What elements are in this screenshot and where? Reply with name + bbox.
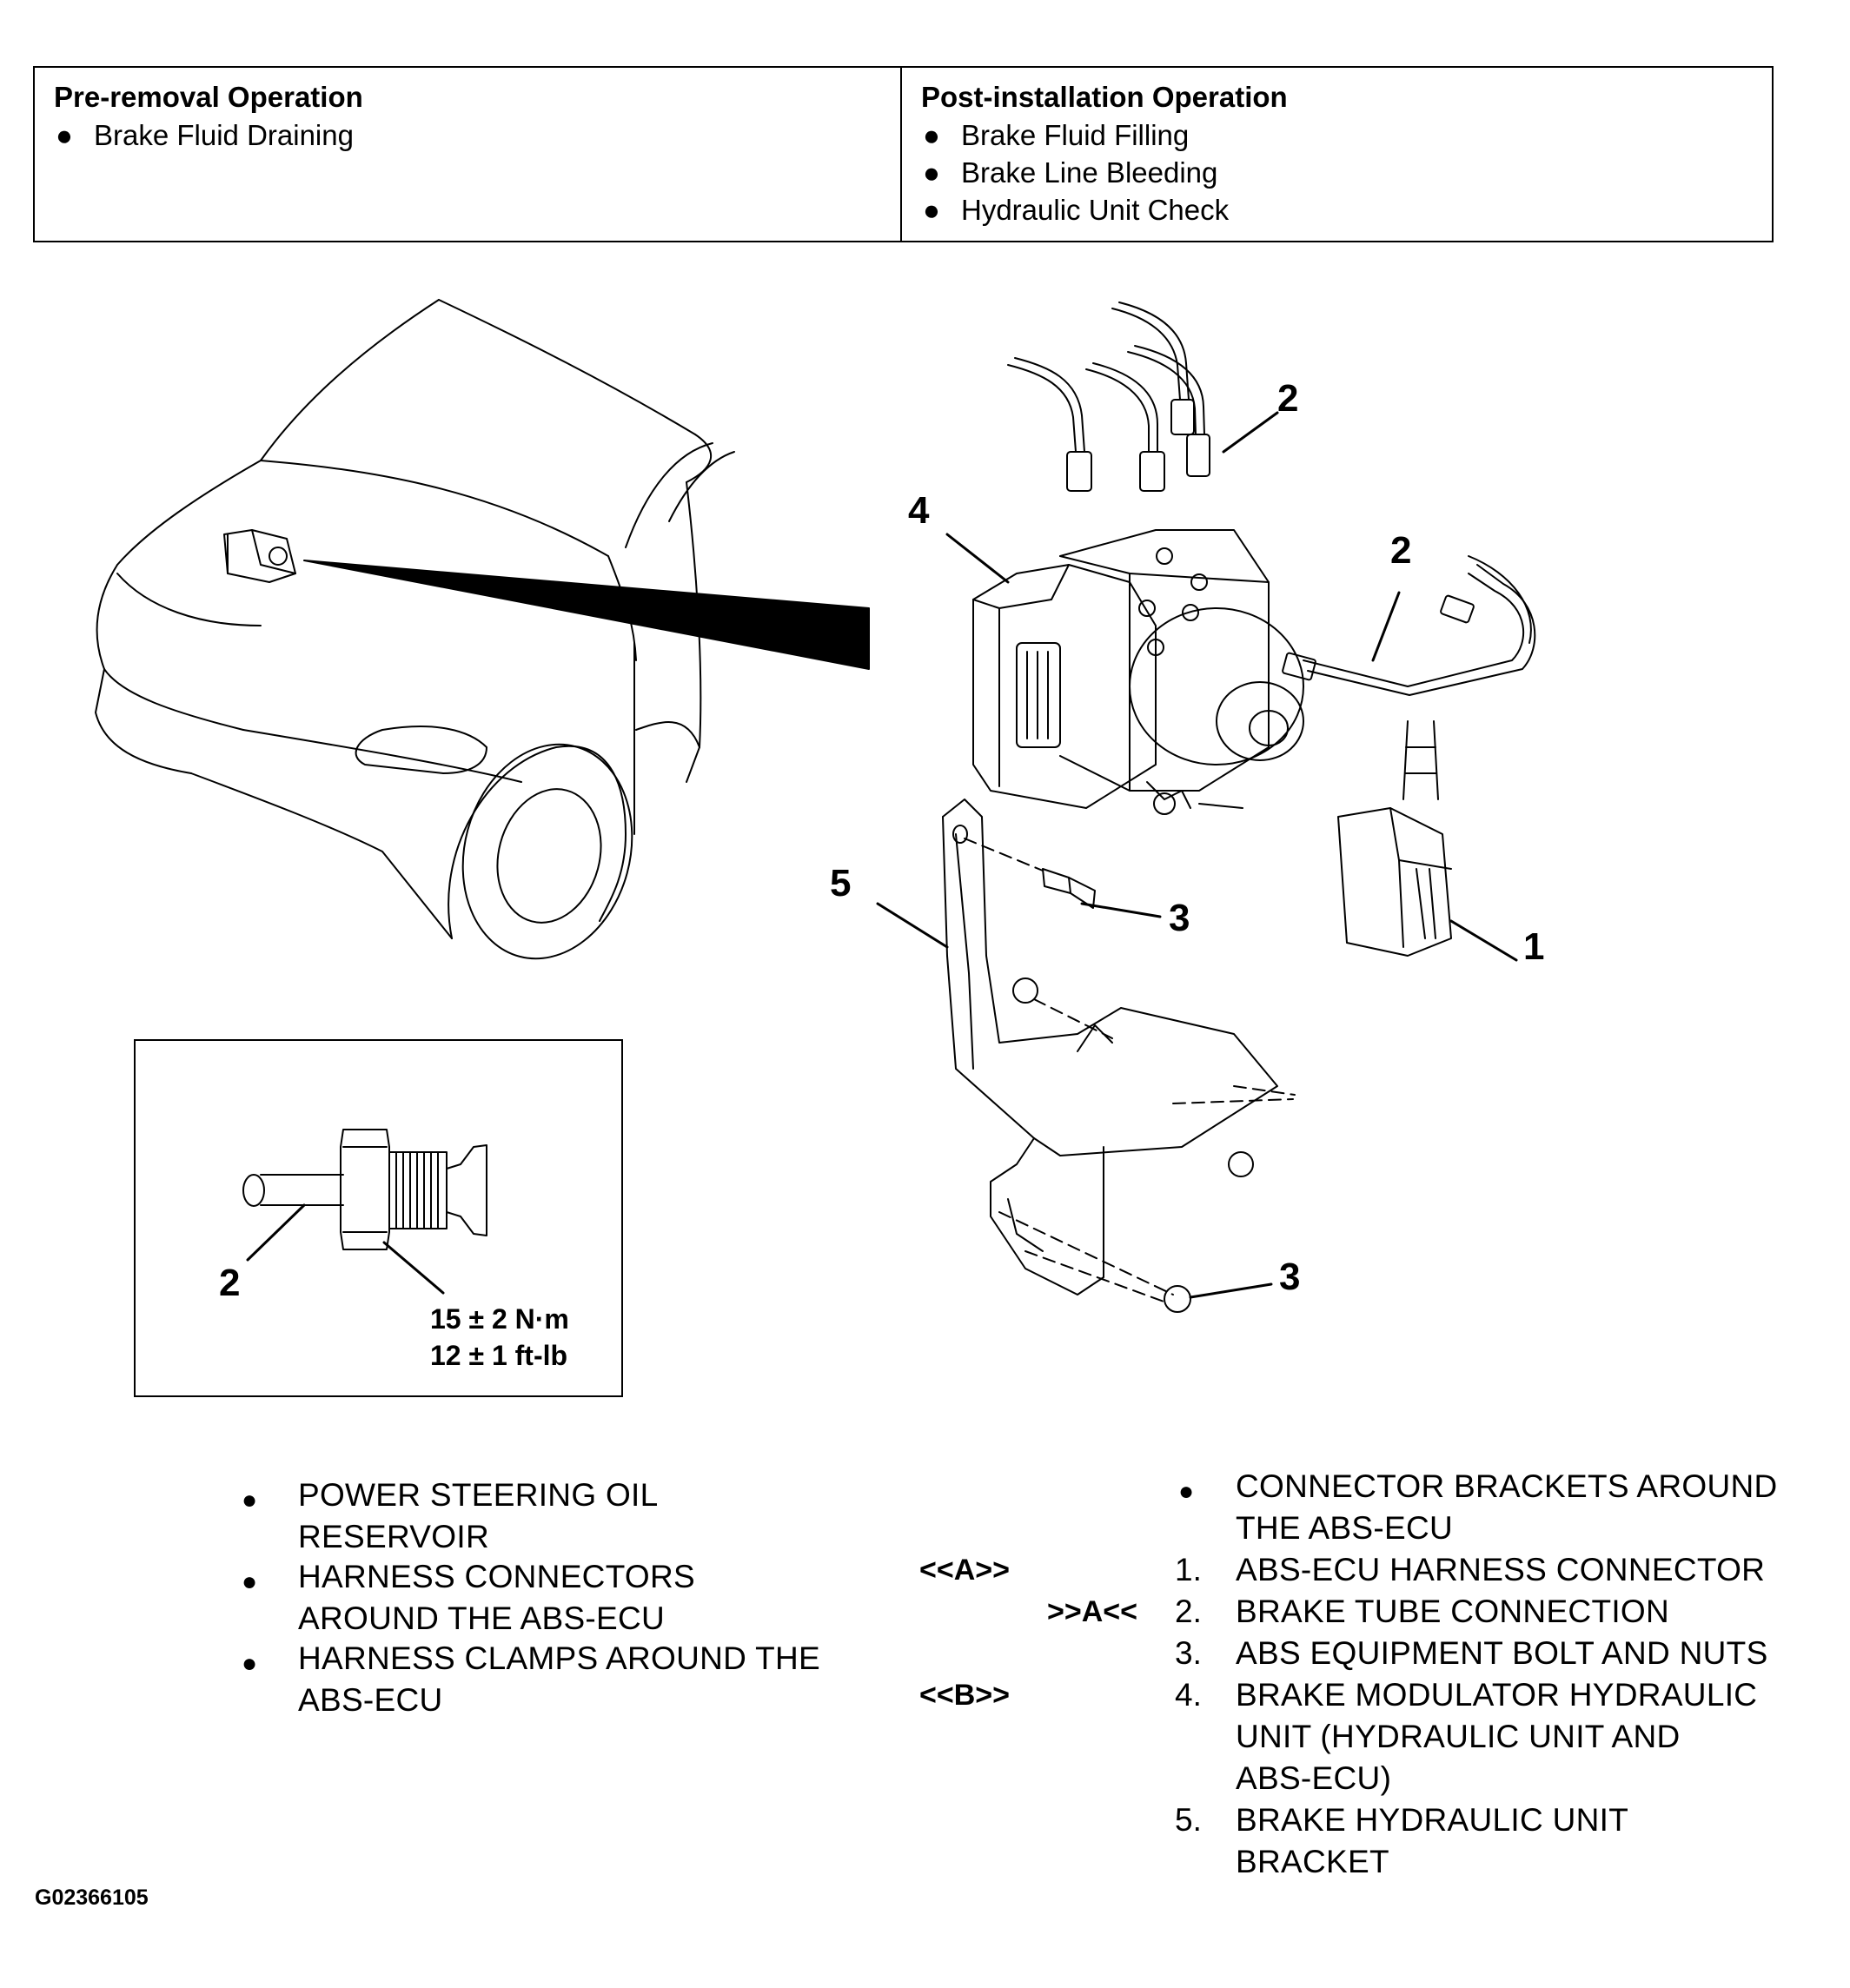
post-installation-column: Post-installation Operation ● Brake Flui… bbox=[902, 68, 1772, 241]
harness-connector-drawing bbox=[1337, 720, 1452, 957]
callout-2: 2 bbox=[1390, 529, 1412, 572]
bolts-nuts-drawing bbox=[1012, 868, 1254, 1313]
step-text: BRACKET bbox=[1236, 1844, 1389, 1879]
pre-removal-heading: Pre-removal Operation bbox=[54, 81, 363, 113]
torque-nm: 15 ± 2 N·m bbox=[430, 1303, 569, 1335]
prep-item-line: HARNESS CLAMPS AROUND THE bbox=[298, 1640, 820, 1676]
torque-ftlb: 12 ± 1 ft-lb bbox=[430, 1340, 568, 1371]
prep-item-line: POWER STEERING OIL bbox=[298, 1477, 659, 1513]
post-installation-item: ● Brake Fluid Filling bbox=[919, 116, 1754, 154]
bracket-item-line: CONNECTOR BRACKETS AROUND bbox=[1236, 1468, 1778, 1504]
step-text: ABS-ECU HARNESS CONNECTOR bbox=[1236, 1552, 1766, 1587]
prep-item-line: AROUND THE ABS-ECU bbox=[298, 1600, 666, 1636]
step-text: BRAKE TUBE CONNECTION bbox=[1236, 1594, 1670, 1629]
bullet-icon: ● bbox=[1178, 1477, 1195, 1506]
step-number: 2. bbox=[1175, 1594, 1202, 1629]
callout-2: 2 bbox=[1277, 377, 1299, 420]
pre-removal-item: ● Brake Fluid Draining bbox=[52, 116, 883, 154]
bullet-icon: ● bbox=[923, 119, 940, 151]
prep-item-line: HARNESS CONNECTORS bbox=[298, 1559, 696, 1594]
bullet-icon: ● bbox=[56, 119, 73, 151]
leader-lines bbox=[876, 411, 1518, 1299]
step-text: UNIT (HYDRAULIC UNIT AND bbox=[1236, 1719, 1681, 1754]
callout-4: 4 bbox=[908, 489, 930, 532]
step-number: 1. bbox=[1175, 1552, 1202, 1587]
post-installation-item-text: Hydraulic Unit Check bbox=[961, 194, 1230, 226]
post-installation-item-text: Brake Fluid Filling bbox=[961, 119, 1190, 151]
bracket-drawing bbox=[942, 799, 1278, 1296]
step-text: BRAKE MODULATOR HYDRAULIC bbox=[1236, 1677, 1758, 1713]
callout-1: 1 bbox=[1523, 925, 1545, 968]
brake-tubes-drawing bbox=[1007, 302, 1536, 696]
step-text: ABS EQUIPMENT BOLT AND NUTS bbox=[1236, 1635, 1768, 1671]
figure-code: G02366105 bbox=[35, 1885, 149, 1910]
operations-table: Pre-removal Operation ● Brake Fluid Drai… bbox=[33, 66, 1774, 242]
pre-removal-column: Pre-removal Operation ● Brake Fluid Drai… bbox=[35, 68, 902, 241]
post-installation-item: ● Brake Line Bleeding bbox=[919, 154, 1754, 191]
tag-a-install: >>A<< bbox=[1047, 1595, 1137, 1628]
pointer-wedge bbox=[303, 560, 870, 670]
callout-3: 3 bbox=[1279, 1256, 1301, 1298]
pre-removal-item-text: Brake Fluid Draining bbox=[94, 119, 354, 151]
bullet-icon: ● bbox=[242, 1486, 258, 1514]
post-installation-item: ● Hydraulic Unit Check bbox=[919, 191, 1754, 229]
car-outline-drawing bbox=[95, 299, 735, 960]
step-number: 4. bbox=[1175, 1677, 1202, 1713]
bracket-item-line: THE ABS-ECU bbox=[1236, 1510, 1454, 1546]
post-installation-heading: Post-installation Operation bbox=[921, 81, 1288, 113]
flare-nut-fitting-drawing bbox=[242, 1129, 487, 1295]
alignment-lines bbox=[964, 838, 1296, 1304]
bullet-icon: ● bbox=[242, 1567, 258, 1596]
bullet-icon: ● bbox=[242, 1649, 258, 1678]
tag-a-removal: <<A>> bbox=[919, 1554, 1010, 1587]
step-text: BRAKE HYDRAULIC UNIT bbox=[1236, 1802, 1629, 1838]
tag-b-removal: <<B>> bbox=[919, 1679, 1010, 1712]
step-number: 3. bbox=[1175, 1635, 1202, 1671]
callout-3: 3 bbox=[1169, 897, 1190, 939]
inset-callout-2: 2 bbox=[219, 1262, 241, 1304]
prep-item-line: ABS-ECU bbox=[298, 1682, 443, 1718]
post-installation-item-text: Brake Line Bleeding bbox=[961, 156, 1218, 189]
hydraulic-unit-drawing bbox=[972, 529, 1304, 815]
inset-detail-box bbox=[134, 1039, 623, 1397]
bullet-icon: ● bbox=[923, 194, 940, 226]
step-text: ABS-ECU) bbox=[1236, 1760, 1392, 1796]
step-number: 5. bbox=[1175, 1802, 1202, 1838]
prep-item-line: RESERVOIR bbox=[298, 1519, 489, 1554]
bullet-icon: ● bbox=[923, 156, 940, 189]
callout-5: 5 bbox=[830, 862, 852, 905]
